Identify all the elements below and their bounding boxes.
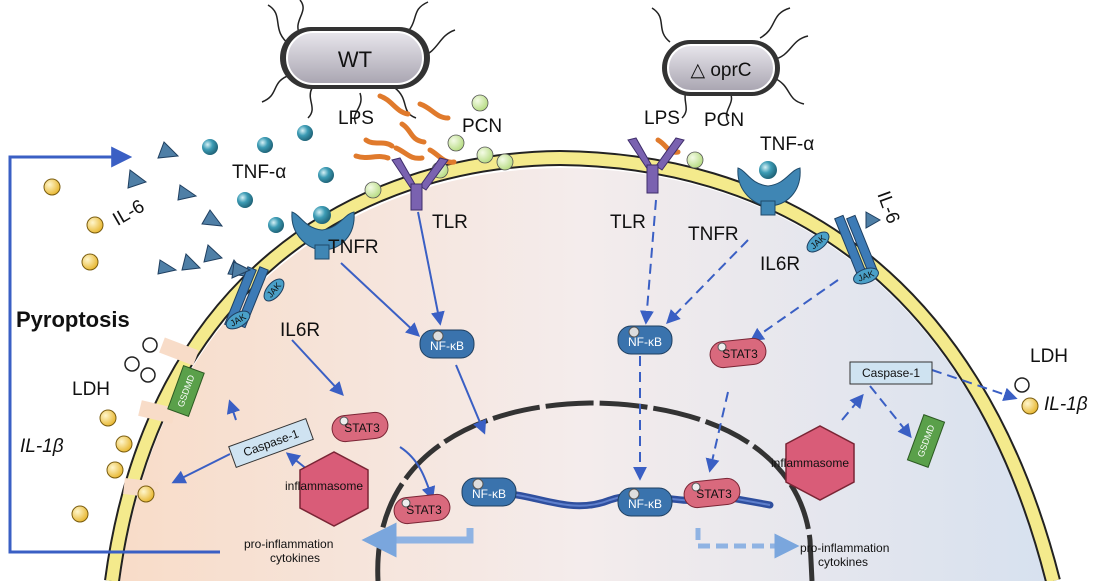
- tnfr-receptor-right: [737, 161, 801, 216]
- svg-text:NF-κB: NF-κB: [472, 487, 506, 501]
- cytokines-label-right-2: cytokines: [818, 555, 868, 569]
- flagella: [261, 0, 456, 125]
- pyroptosis-label: Pyroptosis: [16, 307, 130, 332]
- lps-label-right: LPS: [644, 108, 680, 129]
- tlr-receptor-left: [391, 157, 449, 211]
- pyroptosis-feedback-arrow: [8, 146, 220, 554]
- tlr-label-left: TLR: [432, 212, 468, 233]
- tnfr-receptor-left: [291, 206, 355, 260]
- ldh-label-left: LDH: [72, 379, 110, 400]
- svg-text:STAT3: STAT3: [406, 503, 442, 517]
- cytokines-label-left-2: cytokines: [270, 551, 320, 565]
- il1b-molecules: [43, 178, 1039, 523]
- svg-text:STAT3: STAT3: [696, 487, 732, 501]
- cell-membrane: [106, 151, 1059, 581]
- nfkb-node: NF-κB: [419, 329, 475, 359]
- tnf-label-left: TNF-α: [232, 162, 286, 183]
- bacterium-wt: WT: [261, 0, 456, 125]
- cytokine-output-arrow-right: [695, 528, 800, 559]
- stat3-node: STAT3: [683, 477, 741, 509]
- il6r-label-right: IL6R: [760, 254, 800, 275]
- ldh-molecules: [124, 337, 1030, 393]
- inflammasome: inflammasome: [771, 425, 855, 501]
- nfkb-node: NF-κB: [461, 477, 517, 507]
- il1b-label-right: IL-1β: [1044, 394, 1088, 415]
- nfkb-node: NF-κB: [617, 487, 673, 517]
- signal-arrows-left: [171, 211, 487, 501]
- tnf-label-right: TNF-α: [760, 134, 814, 155]
- flagella: [651, 7, 809, 123]
- il6-label-left: IL-6: [109, 196, 148, 231]
- tnfr-label-left: TNFR: [328, 237, 379, 258]
- pcn-molecules: [364, 94, 704, 199]
- il1b-label-left: IL-1β: [20, 436, 64, 457]
- il6r-receptor-right: JAK JAK: [806, 211, 882, 285]
- svg-text:inflammasome: inflammasome: [771, 456, 849, 470]
- membrane-pore: [159, 337, 199, 366]
- bacterium-label-wt: WT: [338, 47, 372, 72]
- pcn-label-left: PCN: [462, 116, 502, 137]
- svg-text:inflammasome: inflammasome: [285, 479, 363, 493]
- ldh-label-right: LDH: [1030, 346, 1068, 367]
- svg-text:NF-κB: NF-κB: [430, 339, 464, 353]
- stat3-node: STAT3: [331, 411, 389, 443]
- svg-text:Caspase-1: Caspase-1: [862, 366, 920, 380]
- cytokines-label-left: pro-inflammation: [244, 537, 333, 551]
- bacterium-label-oprc: △ oprC: [690, 60, 751, 81]
- svg-text:NF-κB: NF-κB: [628, 335, 662, 349]
- bacterium-oprc: △ oprC: [651, 7, 809, 123]
- svg-text:STAT3: STAT3: [722, 347, 758, 361]
- cytokines-label-right: pro-inflammation: [800, 541, 889, 555]
- il6r-receptor-left: JAK JAK: [224, 261, 285, 330]
- tnfr-label-right: TNFR: [688, 224, 739, 245]
- lps-fragments: [353, 93, 681, 165]
- nfkb-node: NF-κB: [617, 325, 673, 355]
- stat3-node: STAT3: [709, 337, 767, 369]
- nuclear-envelope: [375, 400, 815, 581]
- lps-label-left: LPS: [338, 108, 374, 129]
- gsdmd-box: GSDMD: [167, 364, 205, 418]
- il6-molecules: [127, 141, 248, 277]
- svg-text:STAT3: STAT3: [344, 421, 380, 435]
- caspase-1-box: Caspase-1: [849, 361, 933, 385]
- inflammasome: inflammasome: [285, 451, 369, 527]
- signal-arrows-right: [633, 199, 1018, 481]
- tnf-molecules: [202, 125, 334, 233]
- gsdmd-box: GSDMD: [906, 414, 946, 468]
- svg-text:NF-κB: NF-κB: [628, 497, 662, 511]
- tlr-receptor-right: [627, 137, 685, 194]
- pcn-label-right: PCN: [704, 110, 744, 131]
- il6r-label-left: IL6R: [280, 320, 320, 341]
- tlr-label-right: TLR: [610, 212, 646, 233]
- stat3-node: STAT3: [393, 493, 451, 525]
- cytokine-output-arrow-left: [361, 522, 474, 558]
- membrane-pore: [138, 400, 176, 424]
